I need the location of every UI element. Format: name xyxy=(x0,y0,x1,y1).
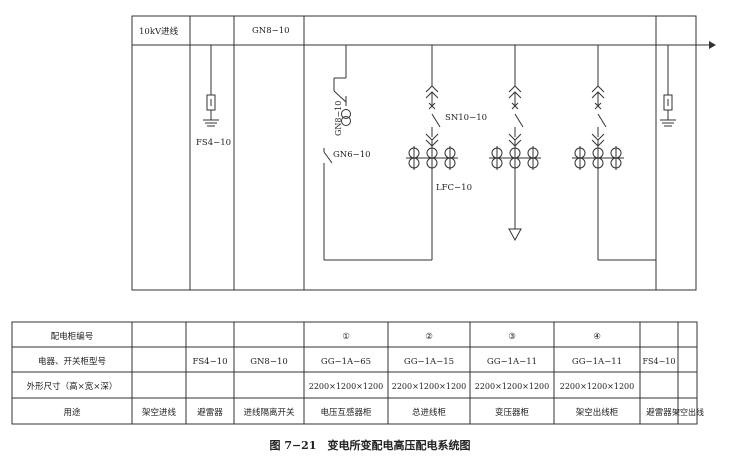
table-cell: 2200×1200×1200 xyxy=(560,382,634,391)
table-cell: GG−1A−11 xyxy=(487,357,537,367)
pt-winding-icon xyxy=(341,109,351,119)
table-cell: 进线隔离开关 xyxy=(243,407,295,418)
label-gn6: GN6−10 xyxy=(333,150,371,160)
table-cell: 2200×1200×1200 xyxy=(475,382,549,391)
row-label-purpose: 用途 xyxy=(63,407,81,418)
table-cell: ③ xyxy=(508,332,516,342)
table-cell: GG−1A−15 xyxy=(404,357,454,367)
table-cell: 架空出线柜 xyxy=(576,407,619,418)
frame-border xyxy=(131,15,697,291)
table-cell: 总进线柜 xyxy=(412,407,447,418)
table-cell: ② xyxy=(425,332,433,342)
table-cell: GG−1A−11 xyxy=(572,357,622,367)
table-cell: 2200×1200×1200 xyxy=(309,382,383,391)
breaker-blade-icon xyxy=(597,113,607,128)
plug-contact-upper-icon xyxy=(508,85,522,93)
table-cell: 2200×1200×1200 xyxy=(392,382,466,391)
row-label-dimensions: 外形尺寸（高×宽×深） xyxy=(27,381,118,392)
row-label-model: 电器、开关柜型号 xyxy=(38,356,106,367)
label-fs4-left: FS4−10 xyxy=(196,138,231,148)
ct-group-transformer-icon xyxy=(489,146,541,170)
ct-group-outgoing-icon xyxy=(572,146,624,170)
gn6-switch-blade-icon xyxy=(323,151,333,164)
row-label-cabinet-number: 配电柜编号 xyxy=(51,331,94,342)
table-cell: ① xyxy=(342,332,350,342)
table-cell: ④ xyxy=(593,332,601,342)
figure-caption: 图 7−21 变电所变配电高压配电系统图 xyxy=(269,438,470,452)
table-cell: 避雷器 xyxy=(646,407,672,418)
table-cell: 变压器柜 xyxy=(495,407,530,418)
label-10kv-incoming: 10kV进线 xyxy=(139,26,179,37)
table-cell: GG−1A−65 xyxy=(321,357,371,367)
table-cell: 架空进线 xyxy=(142,407,177,418)
busbar xyxy=(132,41,716,49)
surge-arrester-left: FS4−10 xyxy=(196,45,231,148)
pt-cabinet-circuit: GN8−10 GN6−10 xyxy=(323,45,432,261)
table-border xyxy=(11,321,698,425)
busbar-arrow-icon xyxy=(709,41,716,49)
plug-contact-upper-icon xyxy=(591,85,605,93)
ct-group-incoming-icon xyxy=(406,146,458,170)
outgoing-cabinet-circuit xyxy=(572,45,656,261)
breaker-blade-icon xyxy=(431,113,441,128)
cable-terminal-icon xyxy=(508,228,522,242)
spec-table: 配电柜编号 电器、开关柜型号 外形尺寸（高×宽×深） 用途 ① ② ③ ④ FS… xyxy=(11,321,704,425)
surge-arrester-right xyxy=(660,45,676,127)
table-cell: FS4−10 xyxy=(192,357,227,367)
transformer-cabinet-circuit xyxy=(489,45,541,242)
breaker-blade-icon xyxy=(514,113,524,128)
gn8-switch-blade-icon xyxy=(333,90,347,103)
label-gn8-vertical: GN8−10 xyxy=(334,101,343,136)
table-cell: FS4−10 xyxy=(642,357,675,366)
label-sn10: SN10−10 xyxy=(445,113,487,123)
table-cell: 架空出线 xyxy=(672,407,704,417)
main-incoming-circuit: SN10−10 LFC−10 xyxy=(406,45,487,260)
label-gn8-top: GN8−10 xyxy=(252,26,290,36)
table-cell: 避雷器 xyxy=(197,407,223,418)
table-cell: GN8−10 xyxy=(250,357,288,367)
label-lfc: LFC−10 xyxy=(436,183,472,193)
plug-contact-upper-icon xyxy=(425,85,439,93)
table-cell: 电压互感器柜 xyxy=(320,407,372,418)
